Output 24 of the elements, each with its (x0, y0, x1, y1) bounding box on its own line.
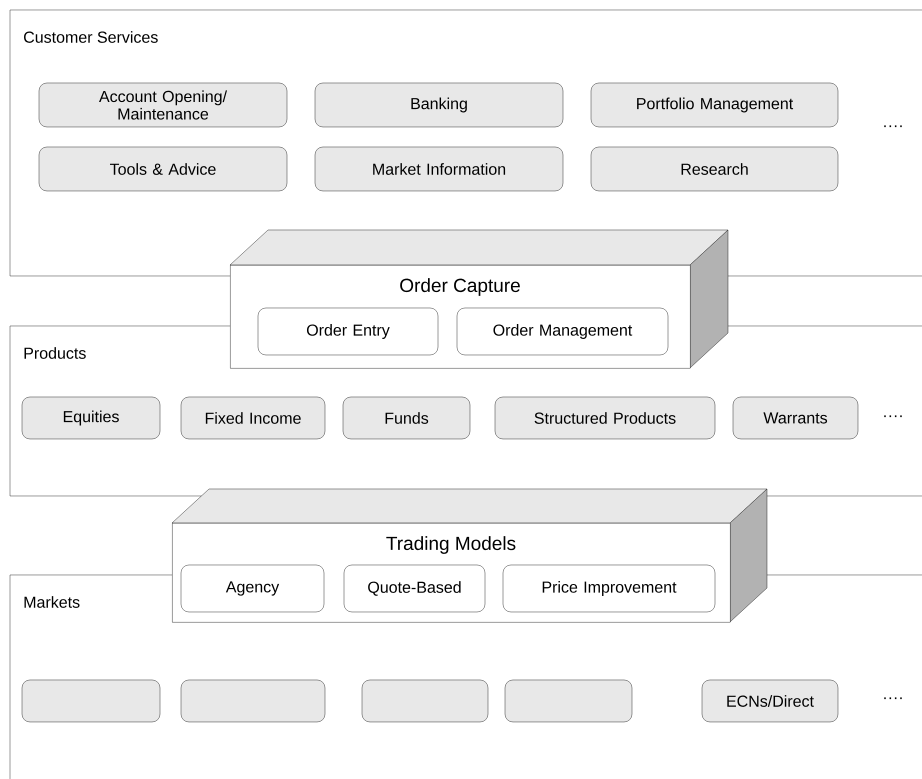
rounded-box: Structured Products (494, 396, 716, 440)
rounded-box: Order Management (456, 308, 668, 356)
rounded-box: Research (590, 146, 838, 192)
ellipsis: ···· (884, 125, 902, 128)
rounded-box (22, 680, 160, 722)
rounded-box: Price Improvement (502, 564, 716, 612)
rounded-box: Equities (22, 396, 160, 440)
rounded-box: Quote-Based (344, 564, 486, 612)
rounded-box: Tools & Advice (38, 146, 288, 192)
rounded-box: Warrants (732, 396, 858, 440)
rounded-box: Banking (314, 82, 564, 128)
rounded-box (180, 680, 326, 722)
ellipsis: ···· (884, 697, 902, 700)
rounded-box: Portfolio Management (590, 82, 838, 128)
rounded-box: Agency (180, 564, 324, 612)
rounded-box: Order Entry (258, 308, 438, 356)
rounded-box: Account Opening/ Maintenance (38, 82, 288, 128)
rounded-box: Funds (342, 396, 470, 440)
ellipsis: ···· (884, 415, 902, 418)
rounded-box: Fixed Income (180, 396, 326, 440)
rounded-box (504, 680, 632, 722)
rounded-box: ECNs/Direct (702, 680, 838, 722)
rounded-box (362, 680, 488, 722)
rounded-box: Market Information (314, 146, 564, 192)
